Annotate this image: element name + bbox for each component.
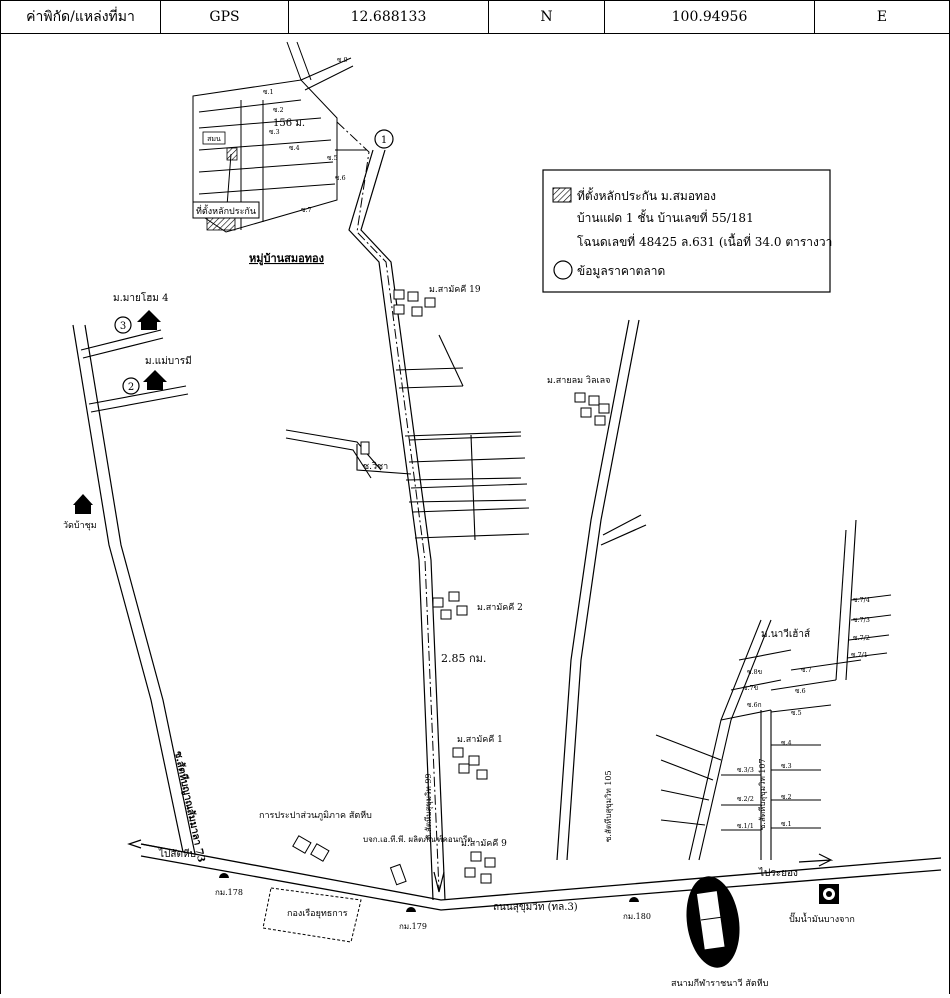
label-samakkee-1: ม.สามัคคี 1 xyxy=(457,734,503,745)
label-wat: วัดบ้าชุม xyxy=(63,520,97,531)
label-soi-107: ซ.สัตหีบสุขุมวิท 107 xyxy=(758,758,767,830)
svg-text:ซ.7ข: ซ.7ข xyxy=(743,684,758,692)
svg-text:3: 3 xyxy=(120,321,126,332)
label-2-85-km: 2.85 กม. xyxy=(441,652,486,665)
label-156m: 156 ม. xyxy=(273,118,305,129)
label-saman: สมน xyxy=(207,135,221,143)
svg-text:ซ.8ข: ซ.8ข xyxy=(747,668,762,676)
latitude-direction: N xyxy=(489,1,605,33)
svg-text:ซ.3: ซ.3 xyxy=(269,128,280,136)
svg-text:กม.179: กม.179 xyxy=(399,922,427,931)
soi-99-road xyxy=(348,149,446,901)
house-blocks xyxy=(292,289,610,886)
svg-text:ซ.6: ซ.6 xyxy=(335,174,346,182)
side-roads xyxy=(285,334,530,541)
label-soi-105: ซ.สัตหีบสุขุมวิท 105 xyxy=(604,770,613,842)
route-line xyxy=(336,121,440,891)
market-marker-3 xyxy=(114,316,132,334)
label-pea: การประปาส่วนภูมิภาค สัตหีบ xyxy=(259,810,372,821)
market-marker-2 xyxy=(122,377,140,395)
svg-text:ซ.2: ซ.2 xyxy=(781,793,792,801)
svg-text:ซ.7/1: ซ.7/1 xyxy=(851,651,868,659)
arrow-to-rayong xyxy=(798,853,834,867)
svg-text:ซ.7/3: ซ.7/3 xyxy=(853,616,870,624)
label-to-rayong: ไประยอง xyxy=(758,867,798,879)
market-marker-1 xyxy=(374,129,394,149)
label-stadium: สนามกีฬาราชนาวี สัตหีบ xyxy=(671,978,769,989)
label-soi-wija: ซ.วิชา xyxy=(363,461,388,472)
longitude-direction: E xyxy=(876,9,888,25)
arrow-to-sattahip xyxy=(127,839,174,851)
svg-text:ซ.7/4: ซ.7/4 xyxy=(853,596,870,604)
svg-text:1: 1 xyxy=(381,135,387,146)
collateral-hatch-block xyxy=(206,217,236,231)
svg-text:ซ.5: ซ.5 xyxy=(791,709,802,717)
collateral-callout-box xyxy=(192,201,260,219)
svg-text:ซ.2: ซ.2 xyxy=(273,106,284,114)
svg-text:ซ.1: ซ.1 xyxy=(263,88,274,96)
legend-hatch-icon xyxy=(552,187,572,203)
house-icon-mae-baramee xyxy=(143,370,167,390)
longitude-value: 100.94956 xyxy=(605,1,815,33)
svg-text:ซ.3/3: ซ.3/3 xyxy=(737,766,754,774)
svg-text:ซ.4: ซ.4 xyxy=(289,144,300,152)
svg-text:ซ.7/2: ซ.7/2 xyxy=(853,634,870,642)
label-navy: กองเรือยุทธการ xyxy=(287,908,348,919)
collateral-hatch-small xyxy=(226,147,238,161)
legend-box: ที่ตั้งหลักประกัน ม.สมอทอง บ้านแฝด 1 ชั้… xyxy=(542,169,832,293)
svg-text:ซ.3: ซ.3 xyxy=(781,762,792,770)
label-gas-station: ปั๊มน้ำมันบางจาก xyxy=(789,912,855,925)
svg-text:ซ.9: ซ.9 xyxy=(337,56,348,64)
label-mae-baramee: ม.แม่บารมี xyxy=(145,355,192,367)
svg-text:ซ.6: ซ.6 xyxy=(795,687,806,695)
svg-text:กม.178: กม.178 xyxy=(215,888,243,897)
svg-text:ซ.5: ซ.5 xyxy=(327,154,338,162)
label-sukhumvit: ถนนสุขุมวิท (ทล.3) xyxy=(493,902,578,913)
label-village: หมู่บ้านสมอทอง xyxy=(249,252,324,266)
label-collateral-box: ที่ตั้งหลักประกัน xyxy=(196,204,256,217)
svg-text:กม.180: กม.180 xyxy=(623,912,651,921)
soi-105-road xyxy=(556,319,647,861)
soi-labels: ซ.1 ซ.2 ซ.3 ซ.4 ซ.5 ซ.6 ซ.7 ซ.9 ซ.1/1 ซ.… xyxy=(263,56,870,830)
svg-text:ซ.1: ซ.1 xyxy=(781,820,792,828)
svg-text:ซ.4: ซ.4 xyxy=(781,739,792,747)
svg-text:ซ.2/2: ซ.2/2 xyxy=(737,795,754,803)
gas-station-icon xyxy=(819,884,839,904)
coordinate-source: GPS xyxy=(161,1,289,33)
coordinate-header: ค่าพิกัด/แหล่งที่มา GPS 12.688133 N 100.… xyxy=(0,0,950,34)
house-icon-myhome xyxy=(137,310,161,330)
label-soi-73: ซ.สัตหีบญาณสัมมาลา 73 xyxy=(172,750,207,863)
coordinate-label: ค่าพิกัด/แหล่งที่มา xyxy=(1,1,161,33)
legend-circle-icon xyxy=(553,260,573,280)
svg-text:2: 2 xyxy=(128,382,134,393)
label-my-home-4: ม.มายโฮม 4 xyxy=(113,291,168,304)
map-svg: สมน ที่ตั้งหลักประกัน 156 ม. หมู่บ้านสมอ… xyxy=(63,41,942,989)
map-area: สมน ที่ตั้งหลักประกัน 156 ม. หมู่บ้านสมอ… xyxy=(0,34,950,994)
label-to-sattahip: ไปสัตหีบ xyxy=(158,848,196,860)
legend-line-house: บ้านแฝด 1 ชั้น บ้านเลขที่ 55/181 xyxy=(577,209,754,225)
label-ptt: บจก.เอ.ที.พี. ผลิตภัณฑ์คอนกรีต xyxy=(363,834,473,844)
label-samakkee-2: ม.สามัคคี 2 xyxy=(477,602,523,613)
latitude-value: 12.688133 xyxy=(289,1,489,33)
label-navi-house: ม.นาวีเฮ้าส์ xyxy=(761,628,810,640)
svg-text:ซ.1/1: ซ.1/1 xyxy=(737,822,754,830)
label-samakkee-19: ม.สามัคคี 19 xyxy=(429,284,481,295)
soi-107-network xyxy=(655,519,892,861)
temple-icon xyxy=(73,494,93,514)
label-samakkee-9: ม.สามัคคี 9 xyxy=(461,838,507,849)
legend-item-collateral: ที่ตั้งหลักประกัน ม.สมอทอง xyxy=(577,187,716,203)
soi-73-road xyxy=(72,324,196,855)
navy-area xyxy=(262,887,362,943)
svg-text:ซ.7: ซ.7 xyxy=(801,666,812,674)
km-markers: กม.178 กม.179 กม.180 xyxy=(215,873,651,931)
stadium-icon xyxy=(686,876,740,968)
label-saithong: ม.สายลม วิลเลจ xyxy=(547,375,610,386)
svg-text:ซ.7: ซ.7 xyxy=(301,206,312,214)
label-soi-99: ซ.สัตหีบสุขุมวิท 99 xyxy=(424,773,433,840)
svg-text:ซ.6ก: ซ.6ก xyxy=(747,701,762,709)
legend-line-deed: โฉนดเลขที่ 48425 ล.631 (เนื้อที่ 34.0 ตา… xyxy=(577,233,832,249)
sukhumvit-highway xyxy=(140,843,942,911)
legend-item-market: ข้อมูลราคาตลาด xyxy=(577,264,665,279)
